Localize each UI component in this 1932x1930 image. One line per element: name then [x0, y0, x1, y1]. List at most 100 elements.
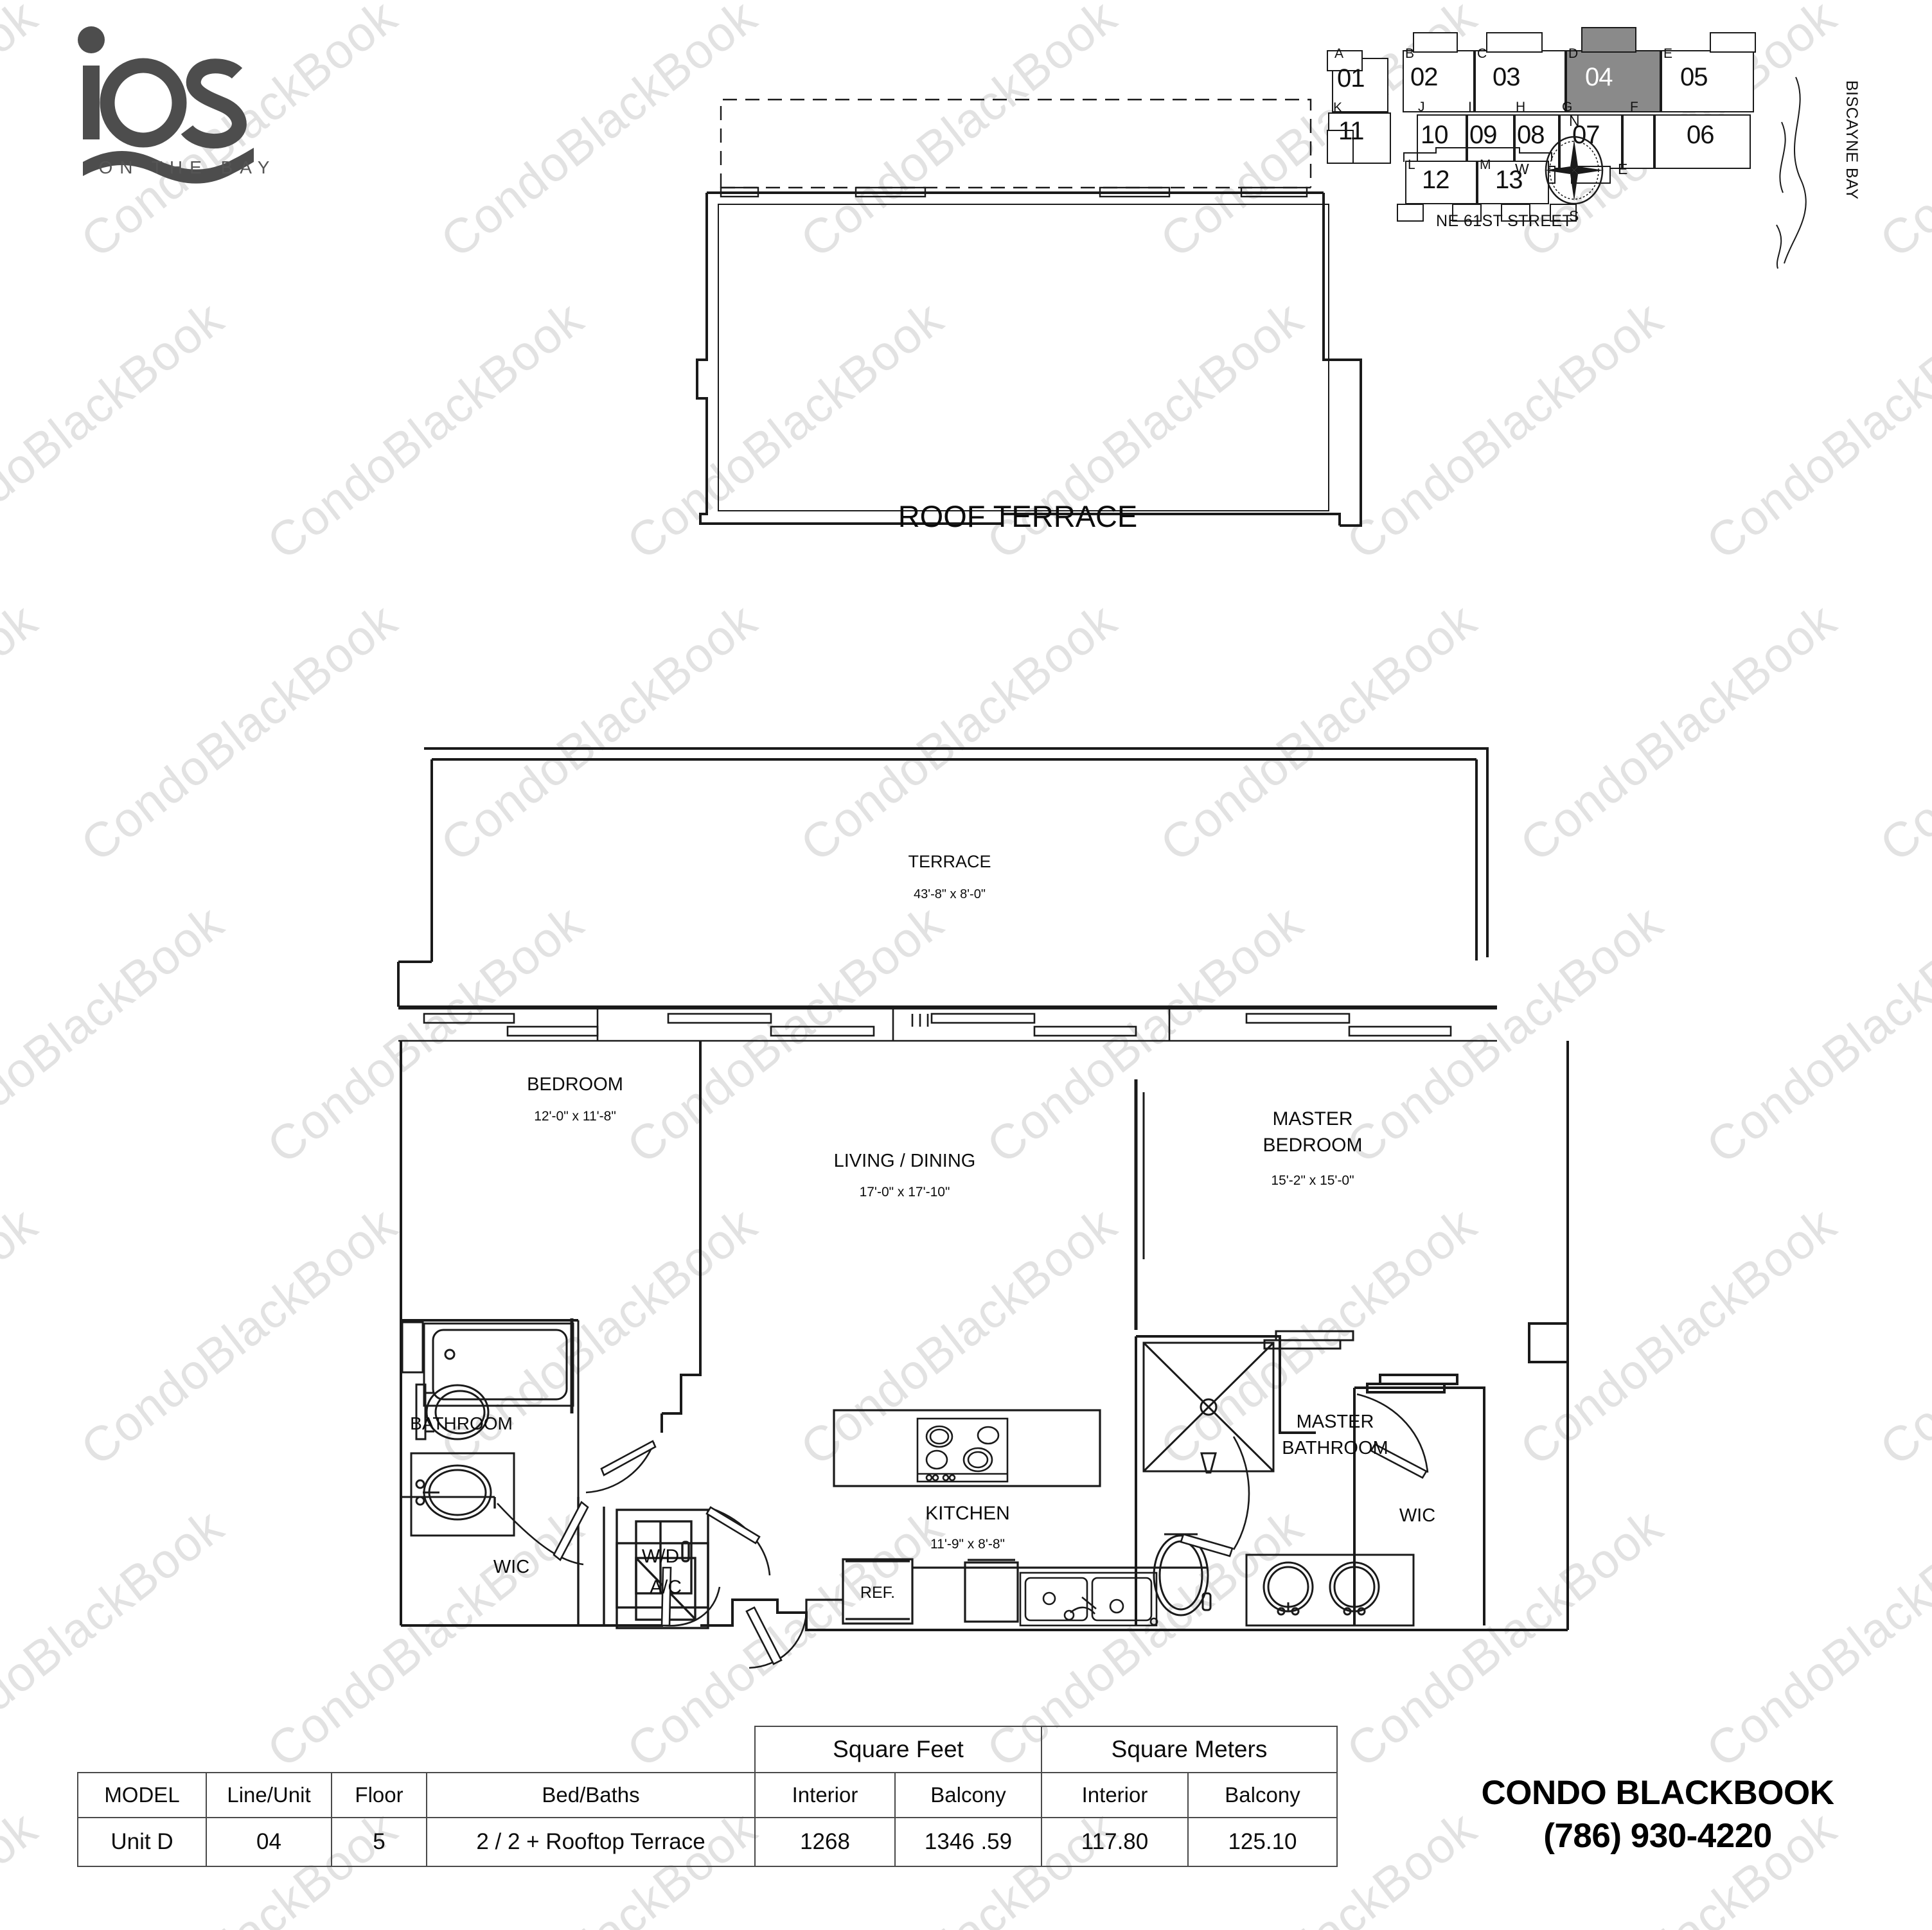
- shower-icon: [1142, 1330, 1354, 1474]
- roof-terrace-walls: [696, 191, 1362, 527]
- keyplan-unit-02-number: 02: [1410, 63, 1438, 91]
- keyplan-unit-08-letter: H: [1516, 100, 1526, 114]
- column-header-sf-interior: Interior: [754, 1772, 896, 1818]
- keyplan-unit-04-number: 04: [1585, 63, 1613, 91]
- keyplan-unit-07-number: 07: [1572, 121, 1600, 149]
- master-bedroom-label-line2: BEDROOM: [1263, 1135, 1362, 1156]
- ios-logo-mark: [78, 26, 254, 184]
- keyplan-unit-11-notch: [1327, 130, 1354, 164]
- compass-east-label: E: [1618, 161, 1628, 177]
- ac-door-swing: [660, 1566, 721, 1627]
- cooktop-icon: [916, 1417, 1009, 1483]
- keyplan-unit-05-number: 05: [1680, 63, 1708, 91]
- keyplan-corridor: [1622, 114, 1654, 169]
- refrigerator-label: REF.: [860, 1584, 895, 1602]
- cell-line-unit: 04: [206, 1817, 332, 1867]
- terrace-sliding-doors: [398, 1007, 1497, 1042]
- wic-right-label: WIC: [1399, 1505, 1435, 1526]
- bathroom-sink-icon: [410, 1452, 515, 1537]
- logo-tagline: ON THE BAY: [98, 157, 277, 177]
- group-header-square-meters: Square Meters: [1041, 1726, 1338, 1773]
- keyplan-unit-01-notch: [1327, 50, 1363, 71]
- column-header-sm-interior: Interior: [1041, 1772, 1189, 1818]
- living-master-partition: [1134, 1079, 1145, 1330]
- kitchen-dim-label: 11'-9" x 8'-8": [930, 1537, 1005, 1552]
- terrace-dim-label: 43'-8" x 8'-0": [914, 887, 986, 901]
- cell-bed-baths: 2 / 2 + Rooftop Terrace: [426, 1817, 756, 1867]
- kitchen-island: [833, 1409, 1101, 1487]
- bathroom-door-swing: [570, 1318, 657, 1494]
- table-group-header-row: Square Feet Square Meters: [78, 1726, 1338, 1773]
- keyplan-unit-04[interactable]: [1566, 50, 1661, 112]
- keyplan-unit-12[interactable]: [1405, 161, 1477, 204]
- cell-sm-balcony: 125.10: [1187, 1817, 1338, 1867]
- cell-sf-balcony: 1346 .59: [894, 1817, 1042, 1867]
- street-label: NE 61ST STREET: [1436, 212, 1573, 230]
- condo-blackbook-branding: CONDO BLACKBOOK (786) 930-4220: [1433, 1773, 1883, 1855]
- master-wic-door-swing: [1356, 1393, 1429, 1479]
- bathroom-walls: [401, 1320, 580, 1498]
- living-dining-dim-label: 17'-0" x 17'-10": [860, 1185, 950, 1200]
- keyplan-unit-11-letter: K: [1333, 100, 1343, 115]
- keyplan-unit-09-letter: I: [1468, 100, 1472, 114]
- terrace-label: TERRACE: [908, 852, 991, 871]
- cell-model: Unit D: [77, 1817, 207, 1867]
- air-conditioner-label: A/C: [650, 1577, 682, 1598]
- keyplan-unit-12-letter: L: [1408, 157, 1415, 172]
- unit-info-table: Square Feet Square Meters MODEL Line/Uni…: [77, 1726, 1338, 1867]
- master-bathroom-door-swing: [1180, 1436, 1250, 1557]
- cell-sf-interior: 1268: [754, 1817, 896, 1867]
- living-dining-label: LIVING / DINING: [834, 1151, 976, 1171]
- bedroom-walls: [401, 1041, 702, 1433]
- keyplan-unit-05-notch: [1710, 32, 1756, 53]
- roof-terrace-openings: [720, 186, 1308, 198]
- keyplan-unit-07-letter: G: [1562, 100, 1573, 114]
- compass-north-label: N: [1569, 112, 1580, 129]
- washer-dryer-door-swing: [705, 1506, 771, 1576]
- master-bedroom-label-line1: MASTER: [1272, 1108, 1352, 1129]
- keyplan-unit-13[interactable]: [1477, 161, 1549, 204]
- keyplan-unit-06[interactable]: [1654, 114, 1751, 169]
- table-column-header-row: MODEL Line/Unit Floor Bed/Baths Interior…: [77, 1772, 1338, 1818]
- wic-left-label: WIC: [493, 1557, 529, 1577]
- keyplan-unit-08-number: 08: [1517, 121, 1545, 149]
- column-header-model: MODEL: [77, 1772, 207, 1818]
- keyplan-unit-09-number: 09: [1469, 121, 1497, 149]
- column-header-sf-balcony: Balcony: [894, 1772, 1042, 1818]
- roof-terrace-inner-line: [718, 204, 1329, 511]
- keyplan-unit-01-letter: A: [1334, 46, 1344, 61]
- kitchen-label: KITCHEN: [925, 1503, 1010, 1524]
- roof-terrace-dashed-outline: [720, 98, 1312, 189]
- keyplan-unit-04-notch: [1581, 27, 1636, 53]
- column-header-bed-baths: Bed/Baths: [426, 1772, 756, 1818]
- washer-dryer-label: W/D: [642, 1546, 679, 1567]
- interior-outer-walls: [400, 1041, 1569, 1631]
- entry-door-swing: [745, 1606, 808, 1669]
- keyplan-unit-02[interactable]: [1403, 50, 1475, 112]
- compass-west-label: W: [1515, 161, 1529, 177]
- brand-name: CONDO BLACKBOOK: [1481, 1774, 1834, 1812]
- terrace-walls: [397, 747, 1489, 1007]
- kitchen-sink-icon: [1019, 1571, 1158, 1627]
- wic-left-door-swing: [497, 1500, 589, 1566]
- column-header-line-unit: Line/Unit: [206, 1772, 332, 1818]
- keyplan-unit-10-number: 10: [1421, 121, 1448, 149]
- keyplan-unit-01-number: 01: [1337, 64, 1365, 93]
- bedroom-dim-label: 12'-0" x 11'-8": [534, 1109, 616, 1124]
- watermark-text: CondoBlackBook: [0, 1800, 48, 1930]
- floor-plan-drawing: ROOF TERRACE TERRACE 43'-8" x 8'-0" BEDR…: [397, 98, 1569, 1669]
- keyplan-unit-05[interactable]: [1661, 50, 1754, 112]
- shoreline-icon: [1776, 76, 1807, 269]
- master-double-vanity-icon: [1245, 1554, 1415, 1627]
- keyplan-unit-03[interactable]: [1475, 50, 1566, 112]
- keyplan-unit-03-notch: [1486, 32, 1543, 53]
- master-bedroom-dim-label: 15'-2" x 15'-0": [1271, 1173, 1354, 1188]
- keyplan-unit-11-number: 11: [1338, 117, 1365, 145]
- keyplan-unit-06-letter: F: [1630, 100, 1638, 114]
- keyplan-unit-02-letter: B: [1405, 46, 1415, 61]
- keyplan-unit-02-notch: [1413, 32, 1458, 53]
- bedroom-label: BEDROOM: [527, 1074, 623, 1095]
- column-header-floor: Floor: [331, 1772, 427, 1818]
- ios-on-the-bay-logo: ON THE BAY: [35, 19, 305, 296]
- keyplan-unit-04-letter: D: [1568, 46, 1579, 61]
